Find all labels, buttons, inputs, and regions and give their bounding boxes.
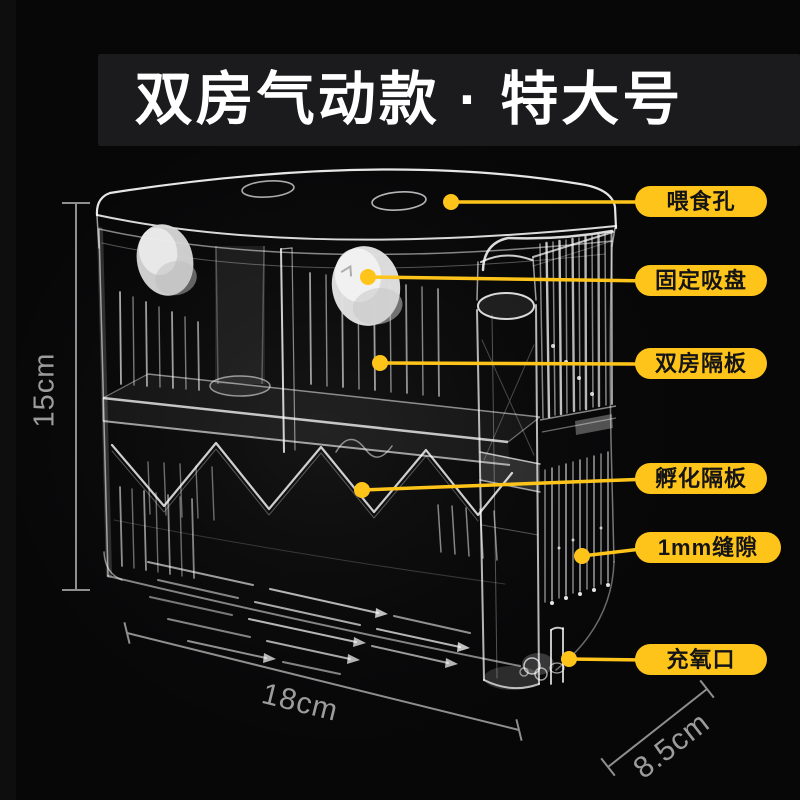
leader-lines (361, 200, 651, 662)
suction-cup-left (136, 224, 197, 296)
leader-dot (354, 482, 370, 498)
page-title: 双房气动款 · 特大号 (134, 67, 684, 132)
title-banner: 双房气动款 · 特大号 (98, 54, 800, 146)
background-strip (0, 0, 16, 800)
upper-left-slats (119, 291, 200, 391)
leader-dot (574, 548, 590, 564)
hatch-zigzag-divider (110, 438, 514, 561)
leader-line-room-divider (379, 361, 651, 366)
leader-dot (372, 355, 388, 371)
airlift-pillar (476, 254, 541, 690)
callout-room-divider: 双房隔板 (635, 348, 767, 379)
leader-dot (443, 194, 459, 210)
inner-tube-blur (209, 245, 271, 397)
box-body-outline (97, 227, 615, 671)
feeding-hole-left (241, 180, 295, 198)
leader-dots (354, 194, 590, 667)
dimension-line-height (62, 202, 90, 591)
hatch-tray-frame (102, 373, 617, 466)
leader-dot (561, 651, 577, 667)
lower-right-slats (544, 451, 610, 605)
callout-1mm-gap: 1mm缝隙 (635, 532, 781, 563)
dimension-height-label: 15cm (28, 352, 61, 428)
right-slat-panel (481, 229, 614, 419)
callout-oxygen-port: 充氧口 (635, 644, 767, 675)
oxygen-port (519, 626, 565, 685)
callout-suction-cup: 固定吸盘 (635, 265, 767, 296)
leader-dot (360, 269, 376, 285)
callout-feeding-hole: 喂食孔 (635, 186, 767, 217)
dimension-line-depth (600, 679, 715, 777)
suction-cup-center (331, 246, 403, 326)
leader-line-hatch-divider (361, 477, 651, 492)
leader-line-suction-cup (367, 275, 651, 283)
floor-slots (147, 561, 471, 675)
callout-hatch-divider: 孵化隔板 (635, 463, 767, 494)
dimension-line-width (123, 622, 523, 741)
lower-left-slats (113, 486, 506, 585)
feeding-hole-right (371, 191, 427, 211)
